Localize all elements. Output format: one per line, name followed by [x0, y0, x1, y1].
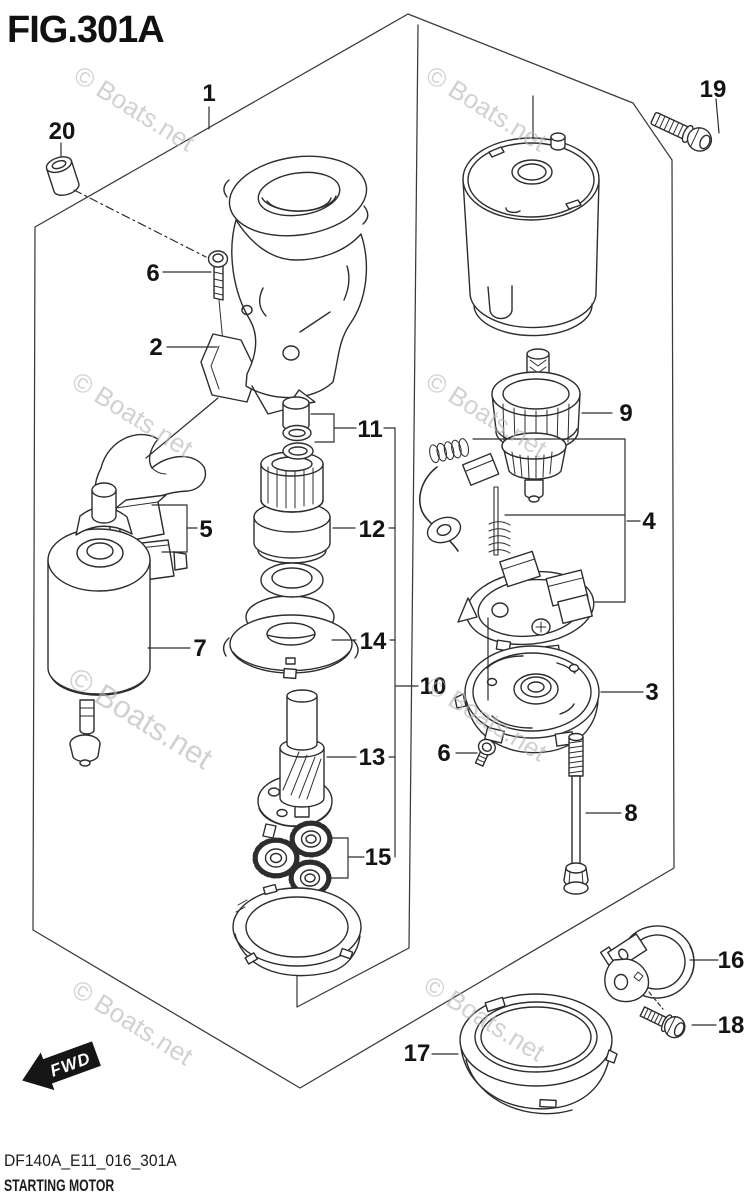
- part-label-18: 18: [718, 1012, 745, 1039]
- fwd-direction-arrow: FWD: [22, 1041, 101, 1091]
- part-label-20: 20: [49, 118, 76, 145]
- part-15-drawing: [252, 820, 333, 897]
- part-19-bolt-drawing: [650, 111, 713, 152]
- internal-ring-drawing: [232, 883, 362, 977]
- part-label-10: 10: [420, 673, 447, 700]
- part-16-drawing: [599, 925, 695, 1003]
- part-number-labels: 20 1 6 2 5 7 11 12 14 10 13 15 19 9 4 3 …: [49, 76, 745, 1067]
- part-11-drawing: [282, 396, 314, 460]
- figure-title: FIG.301A: [7, 9, 164, 51]
- part-label-16: 16: [718, 947, 745, 974]
- part-label-5: 5: [199, 516, 212, 543]
- part-6-lower-screw-drawing: [474, 738, 496, 767]
- part-label-2: 2: [149, 334, 162, 361]
- part-6-upper-bolt-drawing: [207, 250, 229, 397]
- part-label-9: 9: [619, 400, 632, 427]
- part-2-drawing: [200, 155, 369, 415]
- part-12-drawing: [253, 451, 331, 564]
- diagram-title: STARTING MOTOR: [4, 1177, 115, 1195]
- part-18-bolt-drawing: [639, 1006, 686, 1039]
- part-17-drawing: [459, 993, 618, 1115]
- part-label-12: 12: [359, 516, 386, 543]
- part-label-6a: 6: [146, 260, 159, 287]
- part-20-drawing: [45, 156, 80, 196]
- part-7-drawing: [47, 482, 151, 767]
- part-14-drawing: [222, 562, 359, 680]
- watermark-text: © Boats.net: [69, 60, 201, 158]
- part-label-7: 7: [193, 635, 206, 662]
- assembly-boundary-lines: [32, 13, 675, 1089]
- leader-lines: [60, 98, 720, 1055]
- part-label-19: 19: [700, 76, 727, 103]
- part-label-4: 4: [642, 508, 656, 535]
- part-3-drawing: [454, 645, 600, 754]
- part-label-8: 8: [624, 800, 637, 827]
- part-9-drawing: [491, 348, 581, 503]
- part-label-14: 14: [360, 628, 387, 655]
- part-label-15: 15: [365, 844, 392, 871]
- part-8-drawing: [563, 732, 589, 895]
- part-label-6b: 6: [437, 740, 450, 767]
- diagram-code: DF140A_E11_016_301A: [4, 1151, 177, 1170]
- part-label-11: 11: [357, 416, 382, 443]
- part-1-drawing: [462, 132, 600, 337]
- part-label-17: 17: [404, 1040, 431, 1067]
- part-label-1: 1: [202, 80, 215, 107]
- part-label-13: 13: [359, 744, 386, 771]
- part-13-drawing: [257, 689, 333, 841]
- part-label-3: 3: [645, 679, 658, 706]
